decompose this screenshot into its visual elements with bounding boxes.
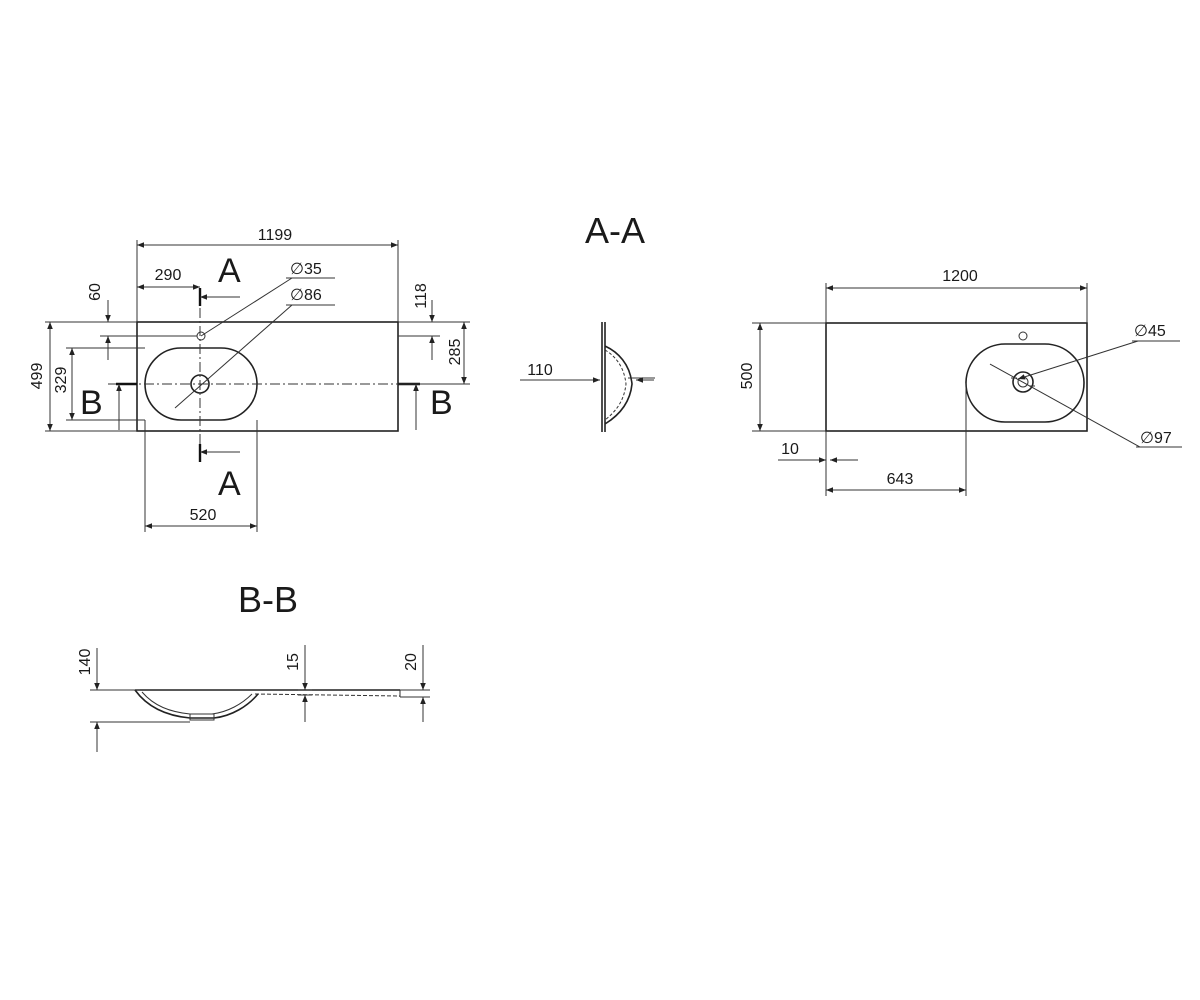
dim-bottom-edge-offset: 10 xyxy=(781,441,799,458)
dim-bb-edge-thickness: 20 xyxy=(403,653,420,671)
section-aa-profile xyxy=(601,322,633,432)
section-bb-title: B-B xyxy=(238,579,298,620)
dim-bottom-drain-offset: 643 xyxy=(887,471,914,488)
dim-bottom-drain-outer: ∅97 xyxy=(1140,430,1172,447)
bottom-view: 1200 500 10 643 ∅45 ∅97 xyxy=(739,268,1182,496)
section-b-left-label: B xyxy=(80,384,103,422)
dim-drain-dia: ∅86 xyxy=(290,287,322,304)
bottom-tap-hole xyxy=(1018,331,1028,341)
top-view: 1199 290 A A B B ∅35 ∅86 60 xyxy=(29,227,470,532)
dim-bowl-width: 520 xyxy=(190,507,217,524)
dim-total-depth: 499 xyxy=(29,363,46,390)
dim-tap-offset: 60 xyxy=(87,283,104,301)
section-aa: A-A 110 xyxy=(520,210,655,432)
dim-left-offset: 290 xyxy=(155,267,182,284)
section-a-top-label: A xyxy=(218,252,241,290)
dim-bottom-drain-inner: ∅45 xyxy=(1134,323,1166,340)
dim-aa-depth: 110 xyxy=(527,362,553,379)
dim-bowl-depth: 329 xyxy=(53,367,70,394)
dim-bottom-depth: 500 xyxy=(739,363,756,390)
dim-tap-hole-dia: ∅35 xyxy=(290,261,322,278)
section-aa-title: A-A xyxy=(585,210,645,251)
dim-bb-bowl-height: 140 xyxy=(77,649,94,676)
dim-right-offset: 118 xyxy=(413,283,430,309)
dim-right-depth: 285 xyxy=(447,339,464,366)
dim-bottom-width: 1200 xyxy=(942,268,978,285)
top-slab-outline xyxy=(136,321,399,432)
section-a-bottom-label: A xyxy=(218,465,241,503)
bottom-slab-outline xyxy=(825,322,1088,432)
dim-bb-thickness: 15 xyxy=(285,653,302,671)
section-bb: B-B 140 15 20 xyxy=(77,579,430,752)
bottom-drain-outer xyxy=(1012,371,1034,393)
section-b-right-label: B xyxy=(430,384,453,422)
dim-width-1199: 1199 xyxy=(258,227,293,244)
